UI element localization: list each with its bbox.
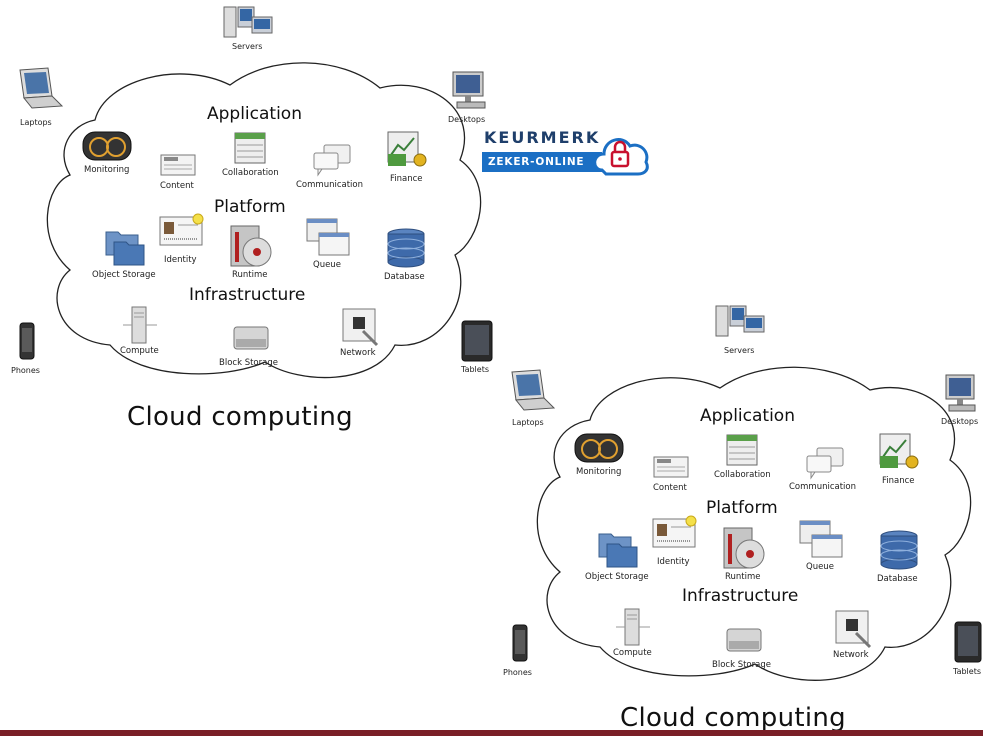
keurmerk-badge: KEURMERK ZEKER-ONLINE (480, 128, 652, 178)
finance-label: Finance (882, 476, 915, 486)
communication-label: Communication (296, 180, 363, 190)
phone-icon (512, 624, 528, 668)
bottom-bar (0, 730, 983, 736)
database-icon (386, 227, 426, 273)
badge-bottom-text: ZEKER-ONLINE (482, 152, 602, 172)
speech-bubbles-icon (312, 143, 352, 181)
phones-label: Phones (11, 366, 40, 375)
monitoring-label: Monitoring (84, 165, 130, 175)
block-storage-label: Block Storage (712, 660, 771, 670)
badge-top-text: KEURMERK (484, 128, 601, 147)
tablet-icon (954, 621, 982, 667)
finance-icon (386, 130, 428, 174)
compute-label: Compute (613, 648, 652, 658)
object-storage-label: Object Storage (585, 572, 649, 582)
identity-label: Identity (657, 557, 690, 567)
communication-label: Communication (789, 482, 856, 492)
desktops-label: Desktops (941, 417, 979, 426)
phone-icon (19, 322, 35, 366)
laptop-icon (14, 66, 64, 114)
news-icon (160, 153, 196, 181)
block-storage-label: Block Storage (219, 358, 278, 368)
database-label: Database (384, 272, 425, 282)
phones-label: Phones (503, 668, 532, 677)
lock-cloud-icon (593, 138, 649, 176)
calendar-icon (725, 433, 759, 471)
desktops-label: Desktops (448, 115, 486, 124)
network-jack-icon (341, 307, 381, 351)
tablets-label: Tablets (953, 667, 981, 676)
collaboration-label: Collaboration (714, 470, 771, 480)
laptops-label: Laptops (512, 418, 544, 427)
finance-icon (878, 432, 920, 476)
layer-application: Application (700, 406, 795, 426)
servers-icon (222, 5, 278, 45)
monitoring-label: Monitoring (576, 467, 622, 477)
database-icon (879, 529, 919, 575)
database-label: Database (877, 574, 918, 584)
servers-icon (714, 304, 770, 344)
diagram-caption-2: Cloud computing (620, 703, 846, 733)
servers-label: Servers (724, 346, 755, 355)
monitoring-icon (82, 130, 132, 166)
queue-label: Queue (313, 260, 341, 270)
desktop-icon (944, 373, 980, 419)
identity-label: Identity (164, 255, 197, 265)
network-label: Network (833, 650, 869, 660)
network-label: Network (340, 348, 376, 358)
queue-windows-icon (798, 519, 844, 565)
desktop-icon (451, 70, 491, 116)
layer-application: Application (207, 104, 302, 124)
laptop-icon (506, 368, 556, 416)
queue-label: Queue (806, 562, 834, 572)
monitoring-icon (574, 432, 624, 468)
compute-server-icon (616, 607, 652, 651)
finance-label: Finance (390, 174, 423, 184)
compute-server-icon (123, 305, 159, 349)
layer-infrastructure: Infrastructure (682, 586, 799, 606)
runtime-disc-icon (229, 224, 273, 274)
layer-platform: Platform (706, 498, 778, 518)
object-storage-label: Object Storage (92, 270, 156, 280)
network-jack-icon (834, 609, 874, 653)
collaboration-label: Collaboration (222, 168, 279, 178)
layer-platform: Platform (214, 197, 286, 217)
runtime-label: Runtime (725, 572, 761, 582)
layer-infrastructure: Infrastructure (189, 285, 306, 305)
speech-bubbles-icon (805, 446, 845, 484)
content-label: Content (160, 181, 194, 191)
content-label: Content (653, 483, 687, 493)
folder-icon (104, 226, 146, 272)
laptops-label: Laptops (20, 118, 52, 127)
tablets-label: Tablets (461, 365, 489, 374)
tablet-icon (461, 320, 493, 366)
calendar-icon (233, 131, 267, 169)
runtime-disc-icon (722, 526, 766, 576)
compute-label: Compute (120, 346, 159, 356)
hard-drive-icon (725, 625, 763, 659)
id-card-icon (651, 515, 699, 555)
runtime-label: Runtime (232, 270, 268, 280)
news-icon (653, 455, 689, 483)
servers-label: Servers (232, 42, 263, 51)
hard-drive-icon (232, 323, 270, 357)
folder-icon (597, 528, 639, 574)
id-card-icon (158, 213, 206, 253)
diagram-caption-1: Cloud computing (127, 402, 353, 432)
queue-windows-icon (305, 217, 351, 263)
